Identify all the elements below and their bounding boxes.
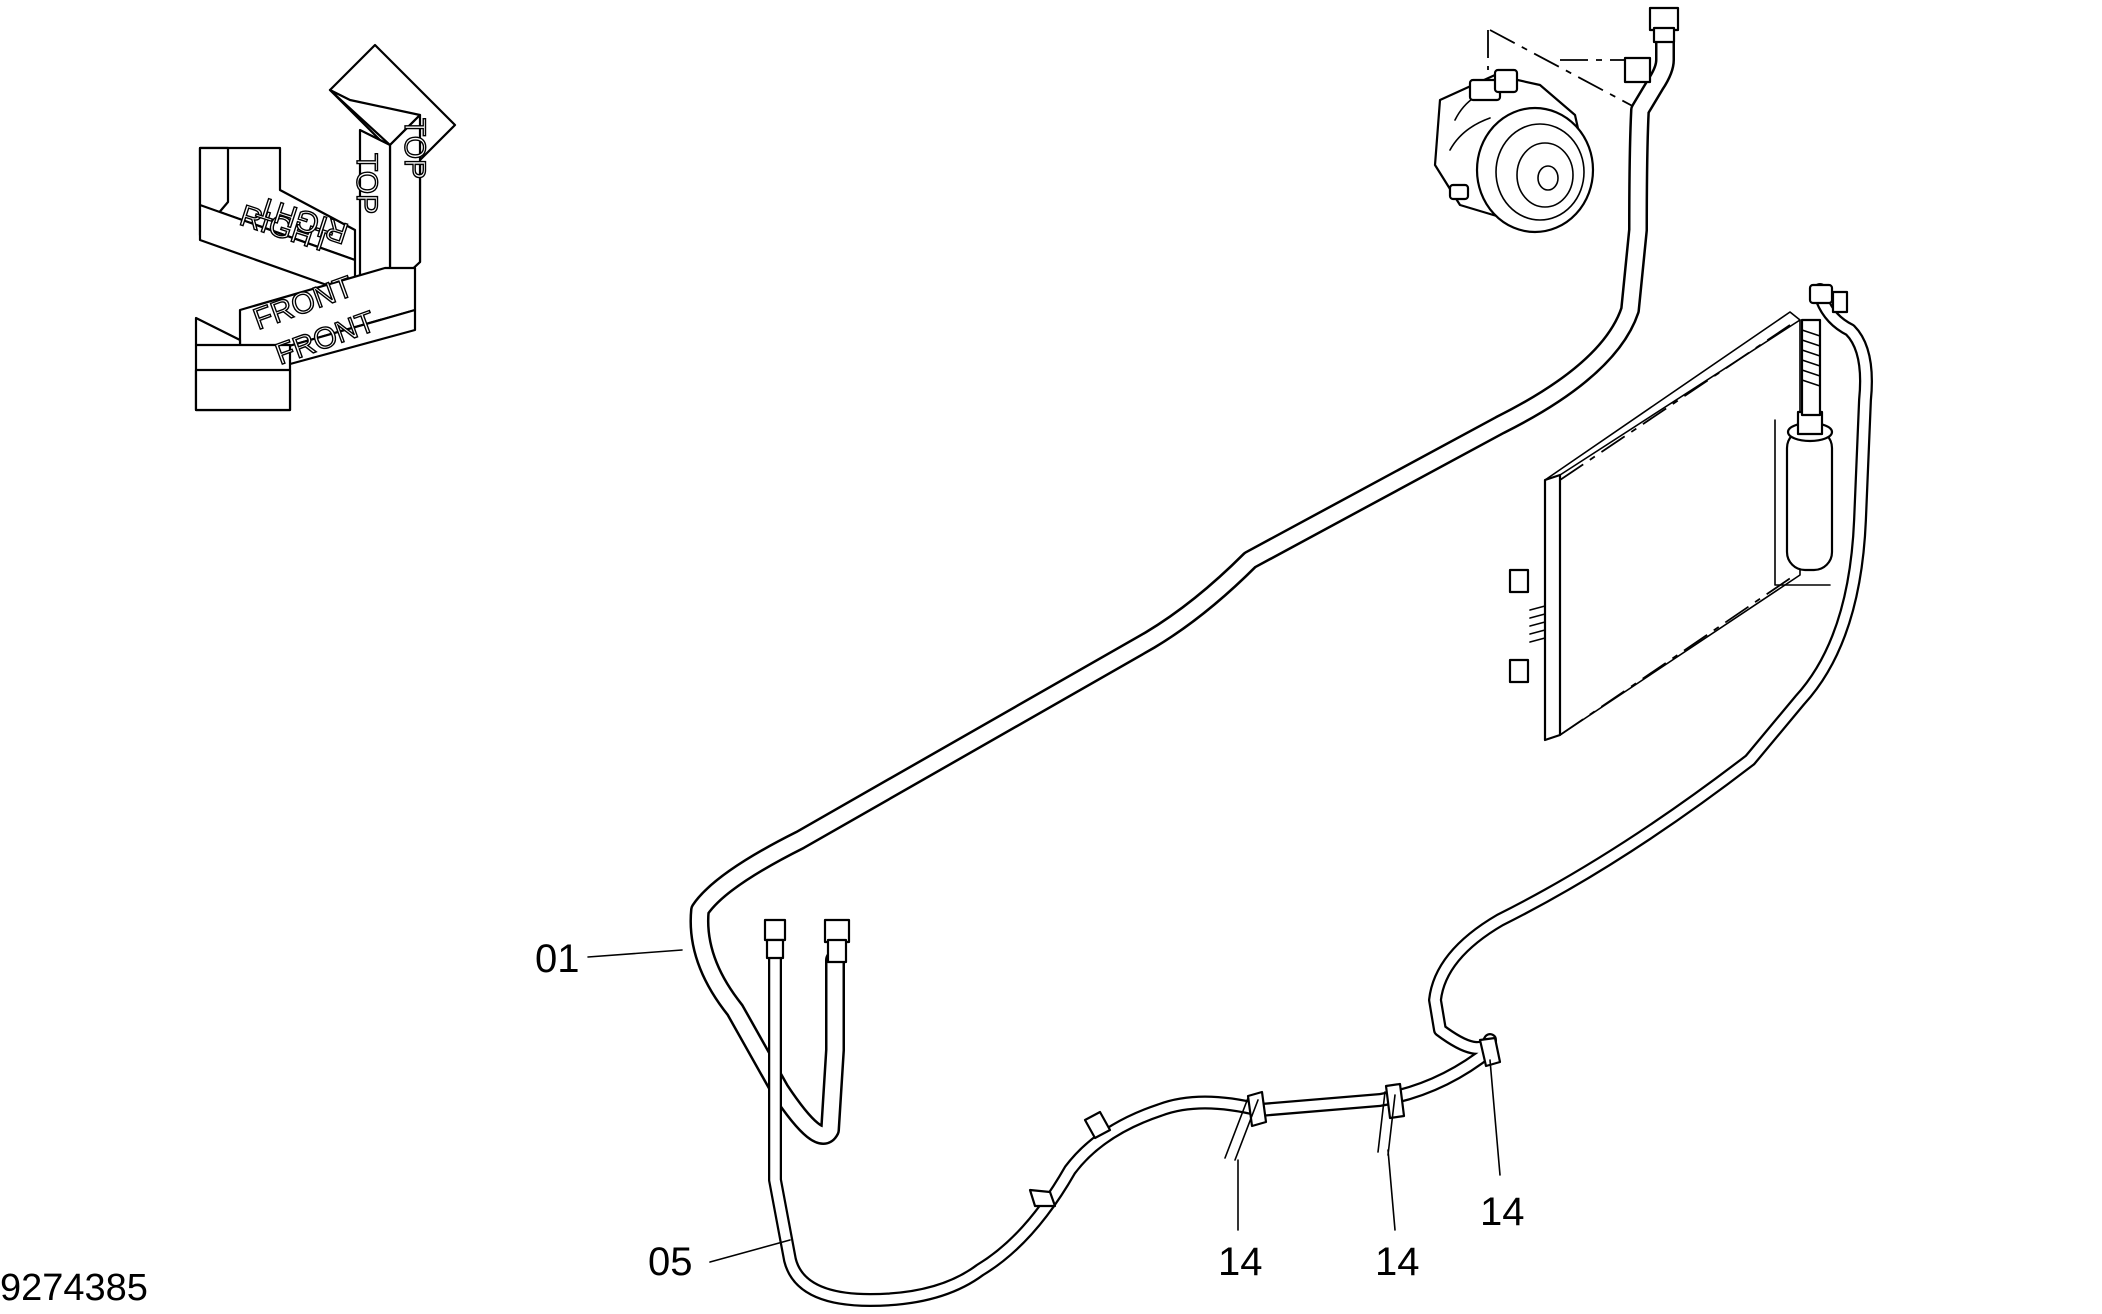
condenser-icon [1508, 311, 1801, 742]
orientation-top-label-2: TOP [350, 153, 383, 214]
hose-05 [763, 283, 1873, 1307]
hose-01 [689, 6, 1680, 1145]
leader-lines [587, 949, 1501, 1263]
receiver-drier-icon [1774, 318, 1834, 586]
hose-clamps [1028, 1036, 1502, 1208]
callout-14-b: 14 [1375, 1240, 1420, 1284]
callout-14-c: 14 [1480, 1190, 1525, 1234]
orientation-symbol: TOP TOP RIGHT RIGHT FRONT FRONT [194, 43, 457, 412]
callout-14-a: 14 [1218, 1240, 1263, 1284]
orientation-top-label-1: TOP [398, 118, 431, 179]
drawing-number: 9274385 [0, 1267, 148, 1309]
callout-05: 05 [648, 1240, 693, 1284]
compressor-icon [1433, 29, 1641, 234]
callout-01: 01 [535, 937, 580, 981]
